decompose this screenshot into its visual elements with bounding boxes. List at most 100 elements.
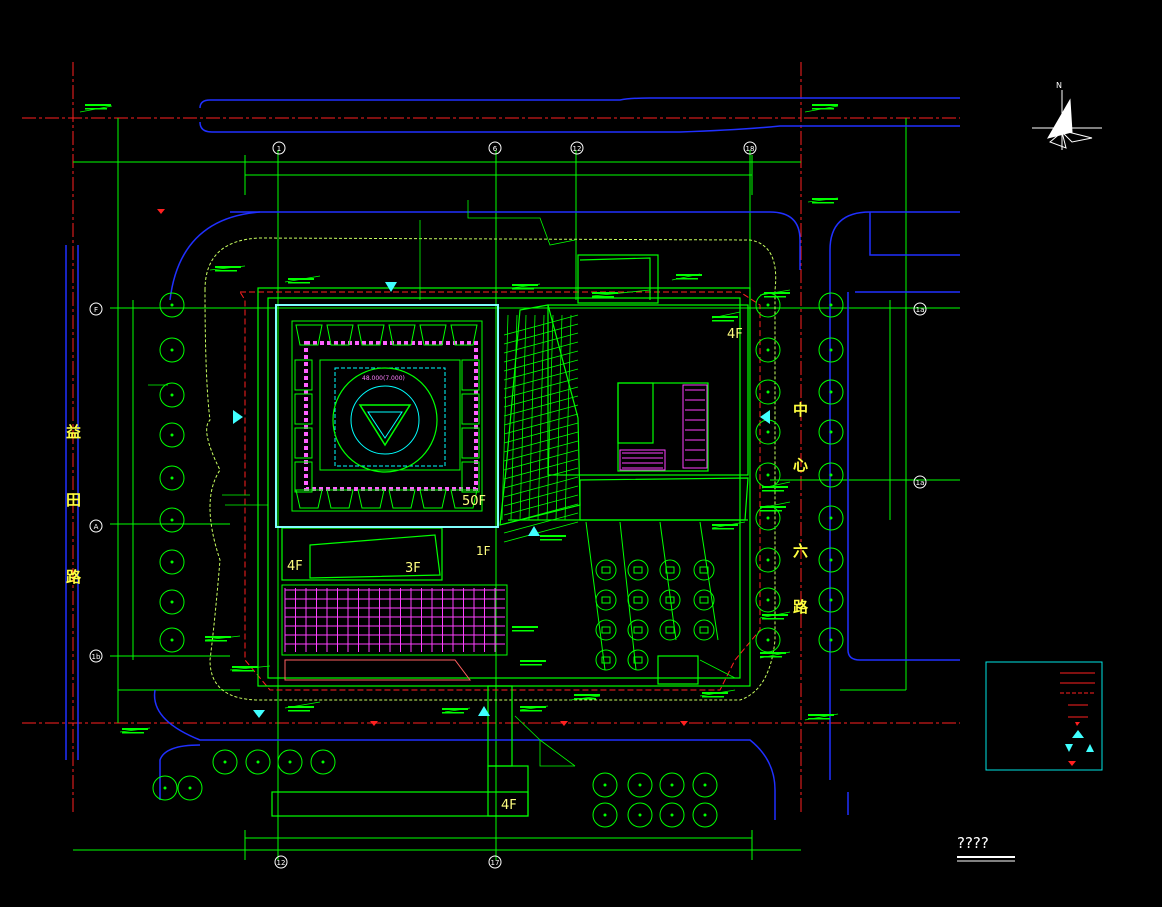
tree-symbol (159, 627, 185, 653)
legend-box (985, 661, 1103, 771)
parking-area (585, 521, 719, 671)
annotation-note (512, 626, 538, 628)
svg-text:17: 17 (491, 859, 500, 867)
annotation-text-blocks (85, 104, 838, 734)
svg-text:1a: 1a (916, 479, 925, 487)
grid-bubble-top: 6 (488, 141, 502, 155)
dimension-lines (73, 118, 960, 860)
property-line (239, 291, 761, 691)
tree-symbol (755, 547, 781, 573)
tree-symbol (310, 749, 336, 775)
svg-text:12: 12 (277, 859, 286, 867)
street-name-west: 益 田 路 (66, 423, 82, 586)
tree-symbol (627, 802, 653, 828)
annotation-note (215, 266, 241, 268)
tower-perimeter-bays (294, 324, 480, 509)
landscape-edge (204, 237, 777, 701)
parking-planter (595, 619, 617, 641)
grid-bubble-left: A (89, 519, 103, 533)
tree-symbol (592, 772, 618, 798)
grid-bubble-bottom: 17 (488, 855, 502, 869)
north-arrow-icon: N (1032, 81, 1102, 150)
podium-east-floor-tag: 4F (727, 327, 743, 342)
svg-text:12: 12 (573, 145, 582, 153)
west-block-floor-tag: 4F (287, 559, 303, 574)
street-east-char-2: 心 (793, 456, 808, 474)
tree-symbol (212, 749, 238, 775)
annotation-note (762, 486, 788, 488)
parking-planter (693, 589, 715, 611)
tree-symbol (592, 802, 618, 828)
annotation-note (592, 292, 618, 294)
tree-symbol (659, 772, 685, 798)
tree-symbol (692, 802, 718, 828)
tree-symbol (159, 422, 185, 448)
tree-symbol (692, 772, 718, 798)
axis-lines (22, 62, 960, 815)
mezzanine-hatch (281, 384, 708, 681)
tree-symbol (659, 802, 685, 828)
building-footprint (257, 254, 751, 817)
annotation-note (520, 706, 546, 708)
street-trees (152, 292, 844, 828)
tree-symbol (755, 587, 781, 613)
grid-bubble-top: 1 (272, 141, 286, 155)
tree-symbol (159, 465, 185, 491)
tree-symbol (818, 337, 844, 363)
annotation-note (702, 692, 728, 694)
tree-symbol (818, 505, 844, 531)
annotation-note (540, 535, 566, 537)
parking-planter (659, 619, 681, 641)
street-east-char-4: 路 (793, 598, 809, 616)
annotation-note (676, 274, 702, 276)
annotation-note (288, 706, 314, 708)
annotation-note (712, 316, 738, 318)
tree-symbol (159, 549, 185, 575)
annotation-note (712, 524, 738, 526)
south-annex-floor-tag: 4F (501, 798, 517, 813)
tree-symbol (159, 292, 185, 318)
tree-symbol (818, 462, 844, 488)
road-edges (65, 97, 960, 820)
annotation-note (442, 708, 468, 710)
annotation-note (122, 728, 148, 730)
tree-symbol (818, 627, 844, 653)
parking-planter (627, 589, 649, 611)
annotation-note (812, 104, 838, 106)
grid-bubble-left: 1b (89, 649, 103, 663)
svg-text:18: 18 (746, 145, 755, 153)
grid-bubble-right: 1a (913, 302, 927, 316)
annotation-leaders (79, 105, 839, 767)
annotation-note (760, 506, 786, 508)
tree-symbol (627, 772, 653, 798)
glazed-atrium (499, 304, 581, 543)
tree-symbol (152, 775, 178, 801)
street-west-char-2: 田 (66, 491, 81, 509)
tree-symbol (159, 382, 185, 408)
entry-block-floor-tag: 1F (476, 544, 491, 558)
annotation-note (520, 660, 546, 662)
parking-planter (627, 649, 649, 671)
annotation-note (808, 714, 834, 716)
svg-text:F: F (94, 306, 98, 314)
annotation-note (512, 284, 538, 286)
scale-label: ???? (957, 834, 989, 852)
tree-symbol (818, 419, 844, 445)
grid-bubble-right: 1a (913, 475, 927, 489)
tree-symbol (277, 749, 303, 775)
tree-symbol (159, 337, 185, 363)
parking-planter (595, 559, 617, 581)
annotation-note (85, 104, 111, 106)
annotation-note (812, 198, 838, 200)
tree-symbol (177, 775, 203, 801)
tree-symbol (818, 292, 844, 318)
svg-text:6: 6 (493, 145, 498, 153)
svg-text:1a: 1a (916, 306, 925, 314)
street-west-char-3: 路 (66, 568, 82, 586)
north-label: N (1056, 81, 1062, 90)
entry-arrows (233, 282, 770, 718)
annotation-note (288, 278, 314, 280)
parking-planter (627, 559, 649, 581)
grid-bubble-top: 18 (743, 141, 757, 155)
tower-block (275, 304, 499, 528)
